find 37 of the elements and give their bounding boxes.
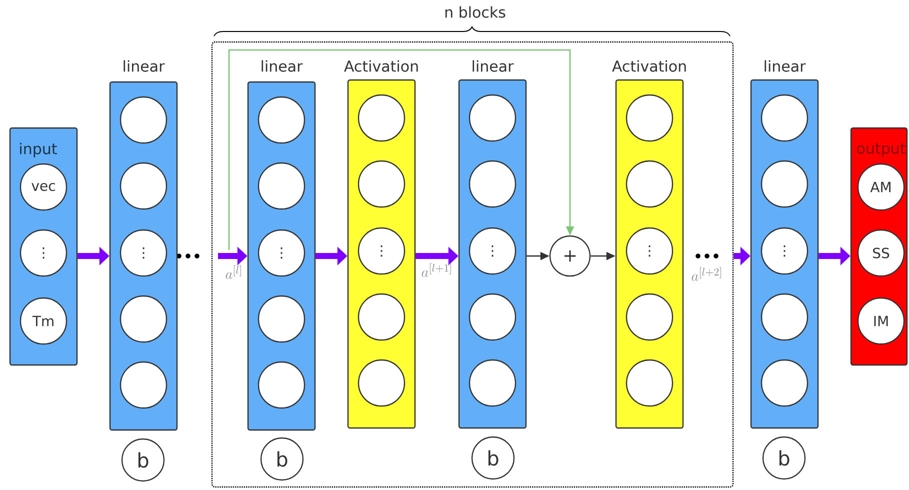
neuron-circle	[760, 293, 808, 341]
layer-label: Activation	[344, 60, 418, 72]
neuron-circle	[358, 293, 406, 341]
neuron-circle	[626, 359, 674, 407]
neuron-circle	[626, 94, 674, 142]
neuron-circle	[258, 162, 306, 210]
neuron-circle	[120, 361, 168, 409]
layer-label: linear	[764, 60, 806, 72]
neuron-circle	[258, 295, 306, 343]
neuron-circle	[258, 96, 306, 144]
layer-label: linear	[124, 60, 165, 72]
arrow	[228, 49, 574, 250]
neuron-circle	[258, 361, 306, 409]
edge-label: $a^{[l+2]}$	[692, 267, 721, 281]
neuron-circle	[468, 293, 516, 341]
neuron-circle	[626, 160, 674, 208]
neuron-circle	[468, 359, 516, 407]
neuron-circle	[120, 295, 168, 343]
layer-label: input	[20, 142, 57, 158]
neuron-circle	[468, 94, 516, 142]
neuron-circle	[626, 293, 674, 341]
layer-label: Activation	[612, 60, 686, 72]
neuron-circle	[760, 94, 808, 142]
edge-label: $a^{[l+1]}$	[422, 263, 451, 277]
neuron-circle	[120, 162, 168, 210]
neuron-circle	[760, 160, 808, 208]
layer-label: linear	[472, 60, 514, 72]
neuron-circle	[358, 94, 406, 142]
layer-label: output	[857, 143, 906, 157]
neuron-circle	[468, 160, 516, 208]
neuron-circle	[358, 160, 406, 208]
layer-label: linear	[262, 60, 303, 72]
edge-label: $a^{[l]}$	[226, 265, 241, 279]
neuron-circle	[120, 96, 168, 144]
neuron-circle	[760, 359, 808, 407]
neuron-circle	[358, 359, 406, 407]
block-label: n blocks	[445, 6, 506, 18]
